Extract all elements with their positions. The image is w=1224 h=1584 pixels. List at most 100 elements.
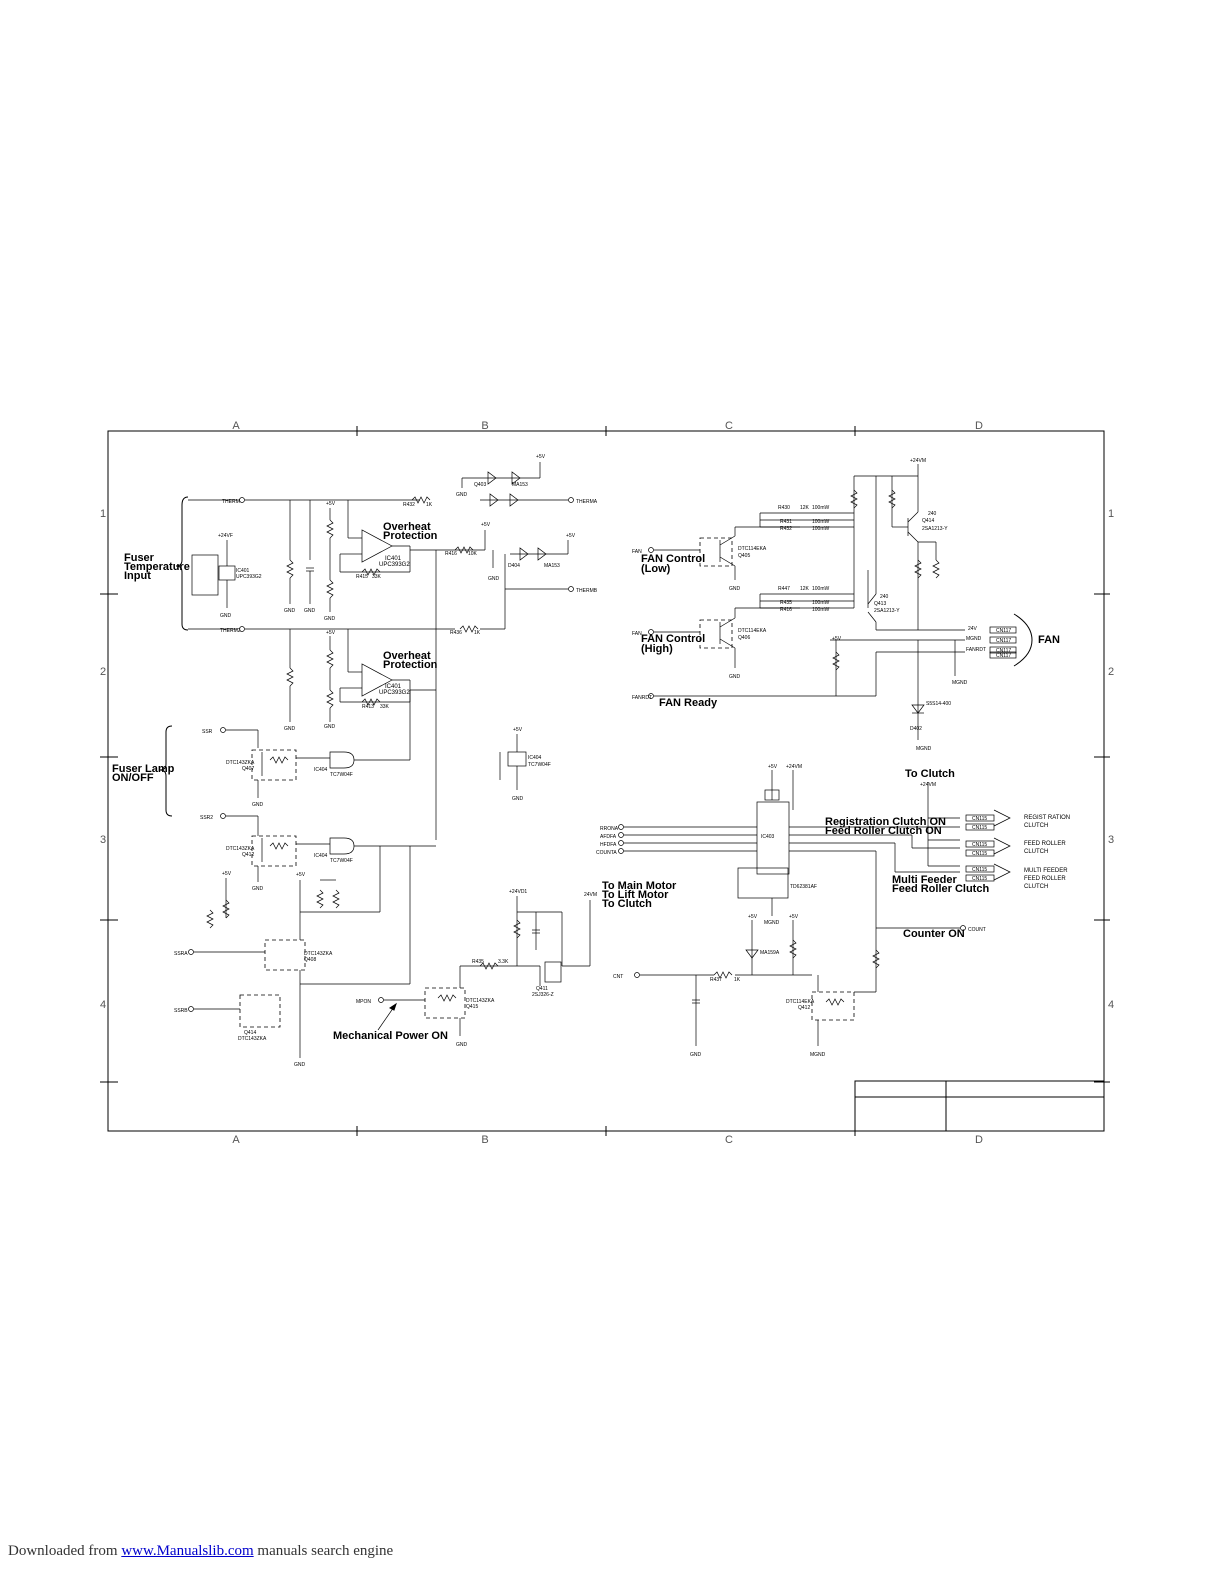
svg-text:2SJ326-Z: 2SJ326-Z — [532, 992, 554, 998]
svg-text:R431: R431 — [780, 519, 792, 525]
regist-ration-label-line2: CLUTCH — [1024, 823, 1048, 829]
svg-text:Q412: Q412 — [242, 852, 254, 858]
svg-text:+5V: +5V — [566, 533, 576, 539]
fan-low-signal: FAN — [632, 549, 642, 555]
svg-text:TC7W04F: TC7W04F — [528, 762, 551, 768]
svg-text:2SA1213-Y: 2SA1213-Y — [874, 608, 900, 614]
overheat-2-label-line2: Protection — [383, 659, 438, 671]
grid-col-b-bottom: B — [481, 1134, 488, 1146]
mechanical-power-label: Mechanical Power ON — [333, 1030, 448, 1042]
svg-text:UPC393G2: UPC393G2 — [236, 574, 262, 580]
overheat-2-label-line1: Overheat — [383, 650, 431, 662]
svg-text:33K: 33K — [372, 574, 382, 580]
svg-text:CN115: CN115 — [972, 842, 987, 848]
svg-text:CN117: CN117 — [996, 638, 1011, 644]
svg-text:Q407: Q407 — [242, 766, 254, 772]
multi-feeder-feed-label-line3: CLUTCH — [1024, 884, 1048, 890]
grid-col-d-bottom: D — [975, 1134, 983, 1146]
fan-label: FAN — [1038, 634, 1060, 646]
svg-text:GND: GND — [324, 616, 336, 622]
manualslib-link[interactable]: www.Manualslib.com — [121, 1543, 254, 1559]
ssr-signal: SSR — [202, 729, 213, 735]
svg-text:GND: GND — [294, 1062, 306, 1068]
fan-low-label-line1: FAN Control — [641, 553, 705, 565]
svg-text:MA153: MA153 — [512, 482, 528, 488]
svg-text:GND: GND — [729, 674, 741, 680]
svg-text:DTC114EKA: DTC114EKA — [738, 628, 767, 634]
svg-text:R416: R416 — [445, 551, 457, 557]
feed-roller-label-line1: FEED ROLLER — [1024, 841, 1066, 847]
svg-text:HFDFA: HFDFA — [600, 842, 617, 848]
svg-text:TD62381AF: TD62381AF — [790, 884, 817, 890]
svg-text:R432: R432 — [403, 502, 415, 508]
therma-signal: THERMA — [576, 499, 598, 505]
svg-text:24V: 24V — [968, 626, 978, 632]
to-lift-motor-label: To Lift Motor — [602, 889, 669, 901]
svg-text:GND: GND — [456, 1042, 468, 1048]
footer-suffix: manuals search engine — [257, 1543, 394, 1559]
grid-row-3-left: 3 — [100, 834, 106, 846]
svg-text:DTC143ZKA: DTC143ZKA — [304, 951, 333, 957]
svg-text:IC401: IC401 — [236, 568, 250, 574]
svg-text:100mW: 100mW — [812, 586, 830, 592]
grid-col-a-bottom: A — [232, 1134, 240, 1146]
svg-text:R437: R437 — [710, 977, 722, 983]
grid-col-d-top: D — [975, 420, 983, 432]
feed-roller-label-line2: CLUTCH — [1024, 849, 1048, 855]
q403-d401-area: +5V GND Q403 MA153 D404 MA153 +5V R436 1… — [450, 454, 576, 636]
svg-text:+24VD1: +24VD1 — [509, 889, 527, 895]
svg-text:DTC143ZKA: DTC143ZKA — [226, 760, 255, 766]
to-clutch-motor-label: To Clutch — [602, 898, 652, 910]
svg-text:+5V: +5V — [789, 914, 799, 920]
svg-text:DTC143ZKA: DTC143ZKA — [238, 1036, 267, 1042]
svg-text:MA159A: MA159A — [760, 950, 780, 956]
multi-feeder-label-line2: Feed Roller Clutch — [892, 883, 989, 895]
svg-text:D404: D404 — [508, 563, 520, 569]
svg-text:DTC114EKA: DTC114EKA — [786, 999, 815, 1005]
svg-text:1K: 1K — [426, 502, 433, 508]
grid-row-1-right: 1 — [1108, 508, 1114, 520]
cnt-signal: CNT — [613, 974, 623, 980]
svg-text:FANRDT: FANRDT — [966, 647, 986, 653]
ssrb-signal: SSRB — [174, 1008, 188, 1014]
fan-low-label-line2: (Low) — [641, 563, 671, 575]
therm2-signal: THERM2 — [220, 628, 241, 634]
svg-text:100mW: 100mW — [812, 505, 830, 511]
svg-text:R416: R416 — [780, 607, 792, 613]
thermb-signal: THERMB — [576, 588, 598, 594]
regist-ration-label-line1: REGIST RATION — [1024, 815, 1070, 821]
svg-text:Q405: Q405 — [738, 553, 750, 559]
registration-clutch-on-label: Registration Clutch ON — [825, 816, 946, 828]
svg-text:R435: R435 — [472, 959, 484, 965]
svg-text:100mW: 100mW — [812, 600, 830, 606]
svg-text:CN117: CN117 — [996, 648, 1011, 654]
svg-text:CN115: CN115 — [972, 867, 987, 873]
ic404-power: +5V GND IC404 TC7W04F — [499, 727, 551, 802]
svg-text:MGND: MGND — [764, 920, 780, 926]
svg-text:100mW: 100mW — [812, 607, 830, 613]
svg-text:R413: R413 — [362, 704, 374, 710]
svg-text:CN115: CN115 — [972, 816, 987, 822]
svg-text:240: 240 — [928, 511, 937, 517]
grid-row-4-left: 4 — [100, 999, 106, 1011]
svg-text:3.3K: 3.3K — [498, 959, 509, 965]
svg-text:+5V: +5V — [748, 914, 758, 920]
svg-text:+24VM: +24VM — [786, 764, 802, 770]
feed-roller-clutch-on-label: Feed Roller Clutch ON — [825, 825, 942, 837]
therm-signal: THERM — [222, 499, 240, 505]
svg-text:TC7W04F: TC7W04F — [330, 772, 353, 778]
svg-text:MA153: MA153 — [544, 563, 560, 569]
svg-text:CN115: CN115 — [972, 851, 987, 857]
svg-text:R435: R435 — [780, 600, 792, 606]
fan-high-signal: FAN — [632, 631, 642, 637]
svg-text:GND: GND — [690, 1052, 702, 1058]
to-main-motor-label: To Main Motor — [602, 880, 677, 892]
svg-text:MGND: MGND — [810, 1052, 826, 1058]
svg-text:UPC393G2: UPC393G2 — [379, 562, 410, 568]
svg-text:R436: R436 — [450, 630, 462, 636]
svg-text:+24VF: +24VF — [218, 533, 233, 539]
grid-col-c-top: C — [725, 420, 733, 432]
mechanical-power-block: GND DTC143ZKA Q415 R435 3.3K +24VD1 Q411… — [378, 889, 597, 1048]
svg-text:DTC143ZKA: DTC143ZKA — [226, 846, 255, 852]
